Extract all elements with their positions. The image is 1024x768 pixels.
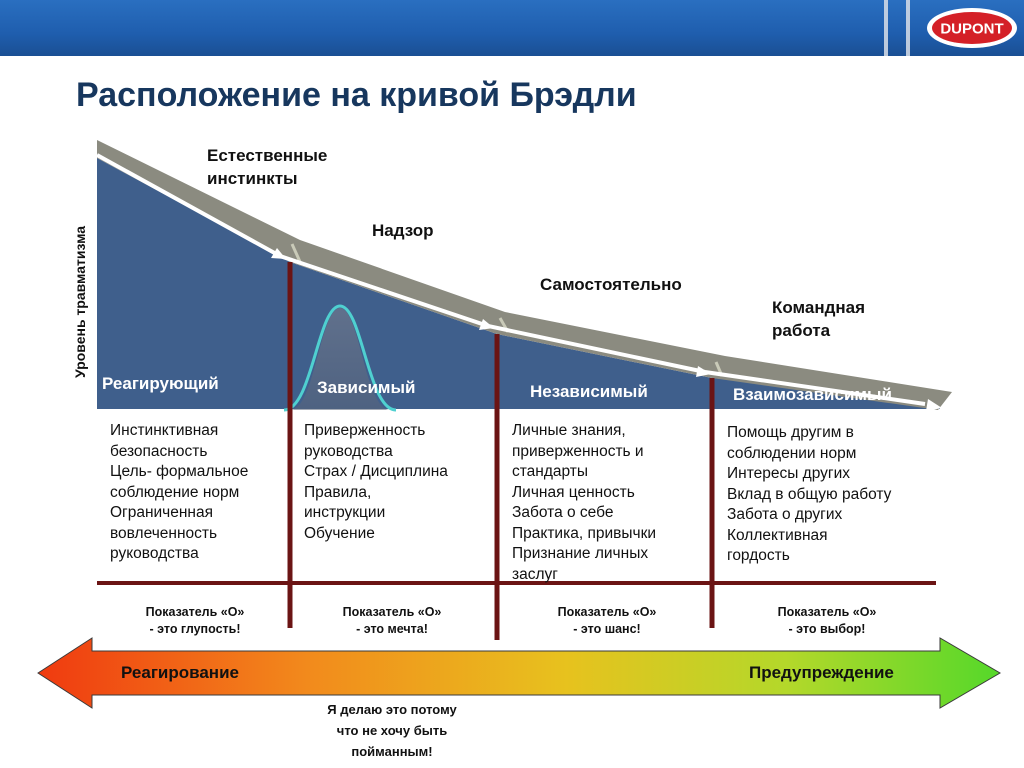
curve-arrowhead	[926, 399, 942, 411]
band-label-dependent: Зависимый	[317, 378, 416, 397]
stage-items-independent: Личные знания, приверженность и стандарт…	[512, 422, 657, 583]
curve-arrowhead	[479, 319, 494, 330]
stage-items-reactive: Инстинктивная безопасность Цель- формаль…	[110, 422, 249, 562]
arrow-label-prevention: Предупреждение	[749, 663, 894, 682]
band-label-interdependent: Взаимозависимый	[733, 385, 892, 404]
indicator-reactive: Показатель «О» - это глупость!	[145, 605, 245, 636]
indicator-dependent: Показатель «О» - это мечта!	[342, 605, 442, 636]
header-bar: DUPONT	[0, 0, 1024, 56]
bottom-note: Я делаю это потому что не хочу быть пойм…	[327, 702, 457, 759]
band-label-independent: Независимый	[530, 382, 648, 401]
reaction-prevention-arrow	[37, 637, 1001, 709]
curve-area	[97, 158, 940, 409]
band-label-reactive: Реагирующий	[102, 374, 219, 393]
stage-title-instincts: Естественные инстинкты	[207, 146, 328, 188]
header-stripe	[906, 0, 910, 56]
curve-band	[97, 140, 952, 410]
stage-items-dependent: Приверженность руководства Страх / Дисци…	[304, 422, 448, 542]
stage-title-team: Командная работа	[772, 298, 866, 340]
indicator-independent: Показатель «О» - это шанс!	[557, 605, 657, 636]
dupont-logo: DUPONT	[927, 8, 1017, 48]
y-axis-label: Уровень травматизма	[72, 225, 88, 378]
stage-items-interdependent: Помощь другим в соблюдении норм Интересы…	[727, 424, 892, 564]
page-title: Расположение на кривой Брэдли	[76, 76, 637, 114]
curve-arrowhead	[271, 248, 286, 259]
bell-curve-fill	[290, 308, 390, 410]
header-stripe	[884, 0, 888, 56]
indicator-interdependent: Показатель «О» - это выбор!	[777, 605, 877, 636]
logo-text: DUPONT	[940, 21, 1003, 38]
stage-title-supervision: Надзор	[372, 221, 434, 240]
stage-title-self: Самостоятельно	[540, 275, 682, 294]
bell-curve-line	[283, 304, 397, 412]
arrow-label-reaction: Реагирование	[121, 663, 239, 682]
curve-arrowhead	[696, 366, 711, 377]
